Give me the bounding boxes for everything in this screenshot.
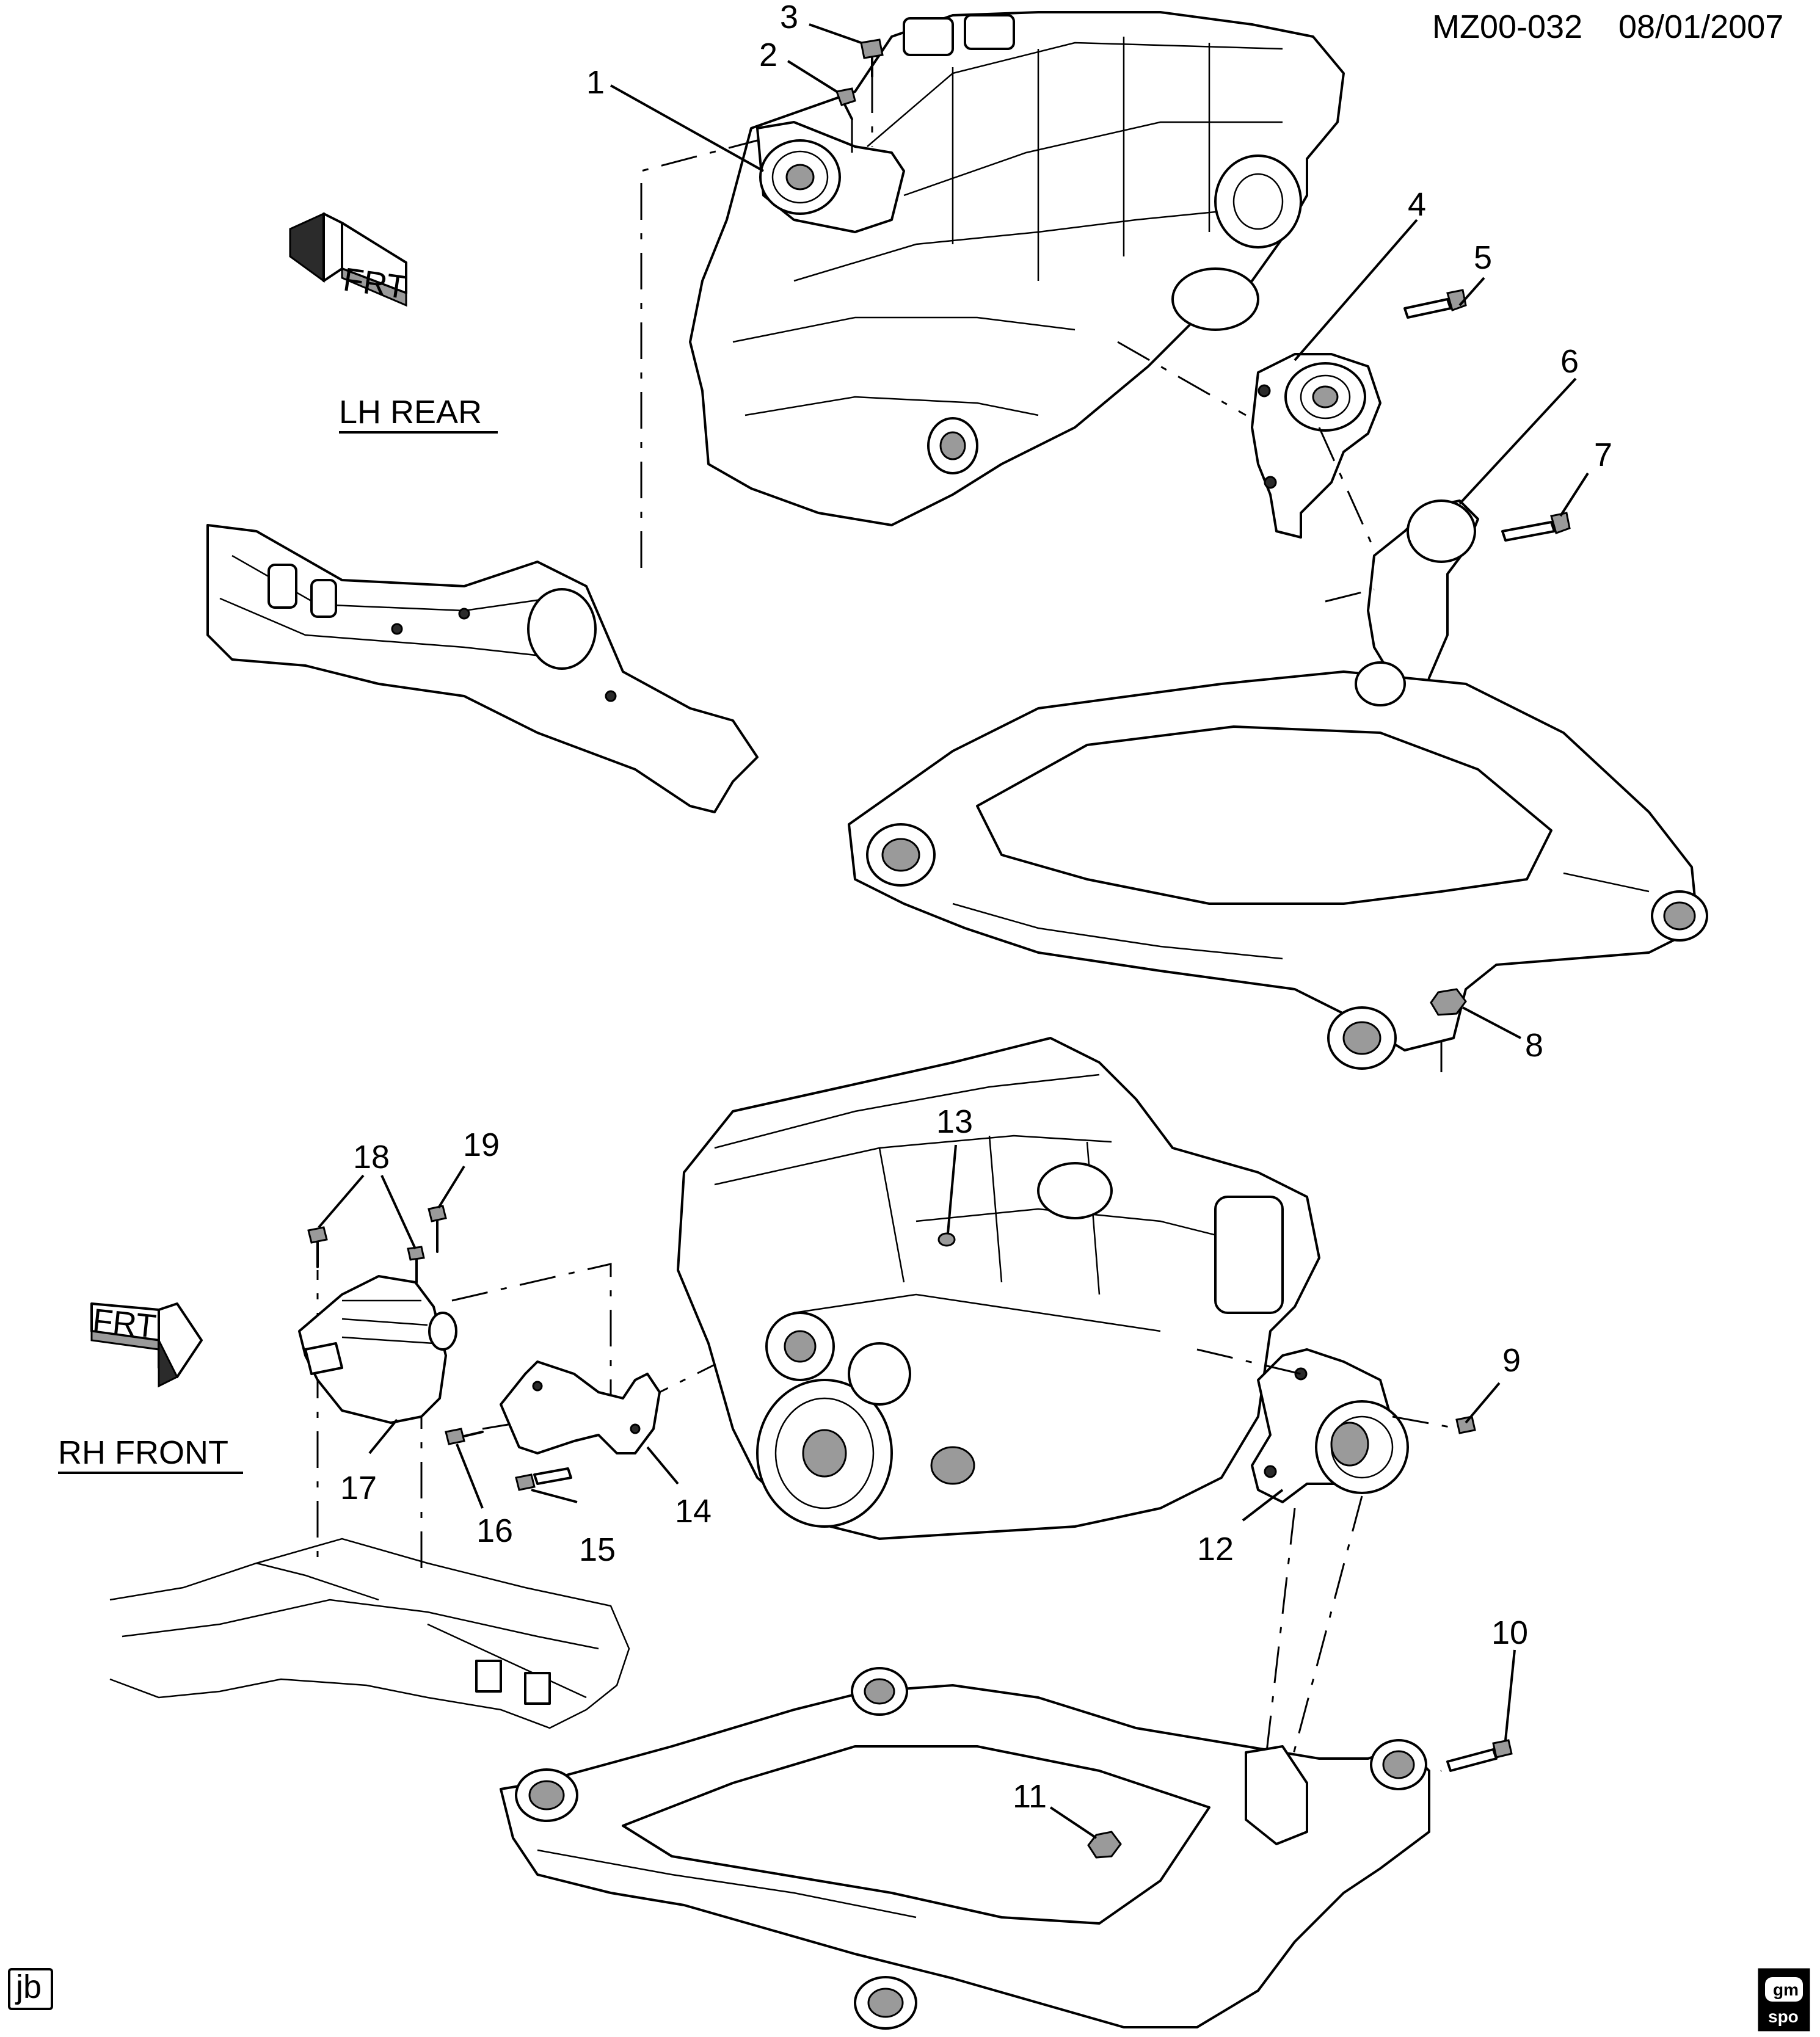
callout-6-leader [1458, 377, 1577, 505]
diagram-code: MZ00-032 [1432, 9, 1582, 45]
lower-engine-cradle [500, 1667, 1430, 2030]
mount-4-alignment-line [1117, 341, 1247, 416]
front-arrow-lower-label: FRT [91, 1302, 158, 1345]
diagram-date: 08/01/2007 [1618, 9, 1783, 45]
callout-19: 19 [463, 1127, 500, 1163]
callout-2: 2 [759, 37, 777, 73]
part-10-bolt [1446, 1739, 1513, 1772]
bolt-9-alignment-line [1392, 1415, 1460, 1430]
part-17-rh-mount [298, 1275, 457, 1424]
mount-12-down-line-b [1281, 1495, 1363, 1796]
callout-2-leader [787, 60, 838, 93]
part-4-rear-mount [1251, 353, 1381, 539]
part-13-bolt [937, 1232, 956, 1247]
bracket-alignment-line [1325, 588, 1375, 603]
logo-text-bottom: spo [1768, 2007, 1799, 2026]
part-9-bolt [1455, 1415, 1476, 1434]
callout-18: 18 [353, 1139, 390, 1175]
callout-17: 17 [340, 1470, 377, 1506]
callout-19-leader [437, 1165, 465, 1209]
part-15-bolt [515, 1467, 572, 1491]
part-16-bolt [445, 1428, 484, 1445]
upper-engine-assembly [689, 11, 1345, 526]
part-7-bolt [1501, 512, 1571, 542]
upper-engine-cradle [848, 661, 1708, 1070]
part-8-nut [1430, 988, 1467, 1016]
part-11-nut [1087, 1831, 1122, 1859]
callout-18-leader-a [318, 1174, 365, 1229]
part-18-bolt-a [307, 1226, 328, 1268]
callout-9: 9 [1502, 1342, 1521, 1379]
callout-7: 7 [1594, 437, 1612, 473]
mount-12-alignment-line [1196, 1348, 1301, 1375]
bracket-14-alignment-line [451, 1263, 612, 1398]
front-arrow-label: FRT [341, 261, 409, 306]
callout-12-leader [1242, 1489, 1284, 1522]
lh-frame-rail [206, 524, 759, 813]
callout-5-leader [1458, 277, 1485, 307]
logo-text-top: gm [1773, 1980, 1799, 1999]
callout-1-leader [610, 84, 764, 172]
callout-9-leader [1465, 1382, 1501, 1424]
callout-13-leader [947, 1144, 957, 1234]
part-3-bolt [860, 38, 884, 78]
callout-4: 4 [1408, 186, 1426, 223]
callout-4-leader [1294, 219, 1418, 361]
callout-14: 14 [675, 1493, 712, 1530]
callout-11-leader [1049, 1806, 1097, 1839]
initials-text: jb [15, 1969, 42, 2005]
callout-17-leader [368, 1418, 398, 1454]
callout-15-leader [531, 1489, 578, 1503]
callout-18-leader-b [380, 1175, 417, 1249]
callout-16-leader [456, 1443, 484, 1509]
callout-8: 8 [1525, 1027, 1543, 1064]
callout-14-leader [646, 1446, 679, 1485]
part-19-bolt [428, 1205, 447, 1253]
callout-16: 16 [476, 1512, 513, 1549]
callout-12: 12 [1197, 1531, 1234, 1567]
callout-5: 5 [1474, 239, 1492, 276]
part-5-bolt [1403, 289, 1467, 319]
callout-3: 3 [780, 0, 798, 35]
callout-10-leader [1504, 1649, 1516, 1741]
callout-3-leader [809, 23, 862, 44]
callout-10: 10 [1491, 1614, 1528, 1651]
lower-engine-assembly [677, 1037, 1320, 1540]
part-2-bolt [835, 87, 856, 120]
callout-13: 13 [936, 1103, 973, 1140]
callout-7-leader [1559, 472, 1589, 517]
callout-1: 1 [586, 64, 605, 101]
callout-11: 11 [1013, 1778, 1047, 1815]
part-12-mount [1251, 1348, 1409, 1503]
mount-12-down-line-a [1257, 1508, 1296, 1826]
rh-frame-rail [109, 1538, 630, 1729]
part-1-trans-mount [756, 121, 905, 233]
gm-spo-logo: gm spo [1758, 1968, 1810, 2032]
front-direction-arrow-icon: FRT [289, 212, 409, 307]
mount-6-alignment-line-a [1318, 427, 1375, 550]
part-18-bolt-b [407, 1246, 425, 1284]
callout-15: 15 [579, 1531, 616, 1568]
view-label-lh-rear: LH REAR [339, 394, 482, 430]
front-direction-arrow-lower-icon: FRT [90, 1302, 203, 1388]
initials-box: jb [8, 1968, 53, 2010]
callout-8-leader [1462, 1006, 1521, 1039]
part-14-bracket [500, 1360, 661, 1454]
callout-6: 6 [1560, 343, 1579, 380]
view-label-rh-front: RH FRONT [58, 1434, 228, 1471]
